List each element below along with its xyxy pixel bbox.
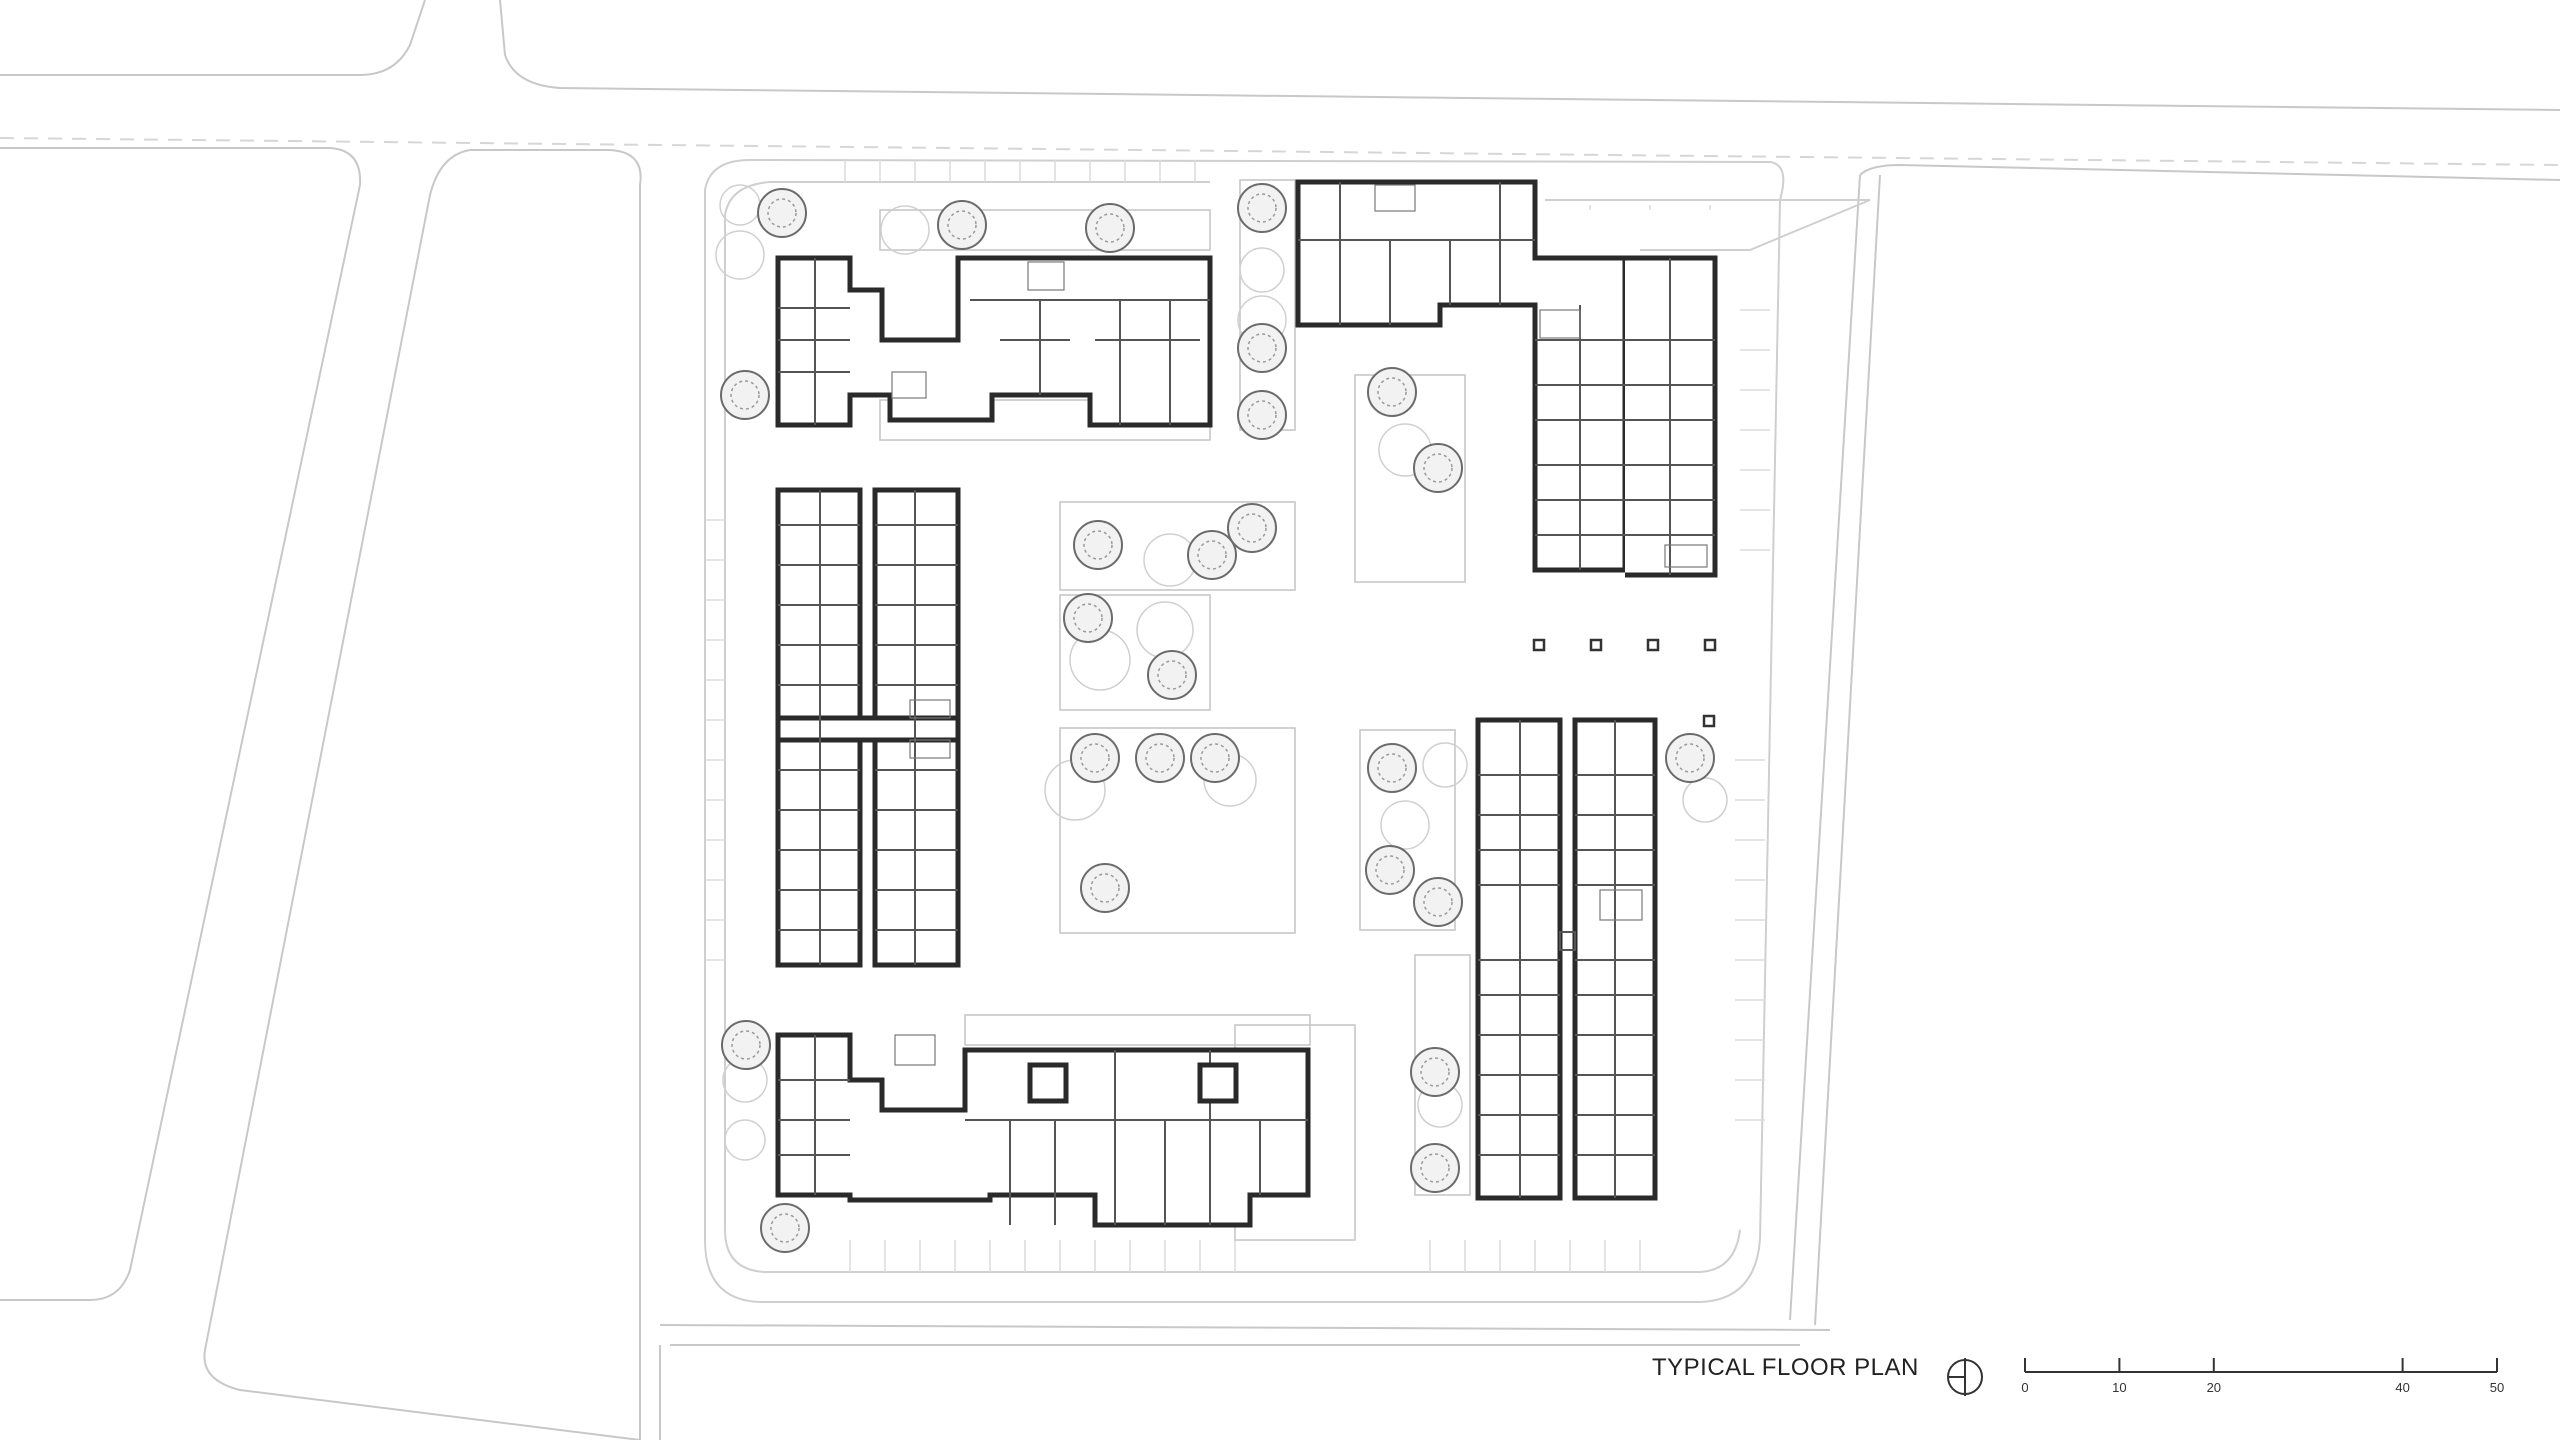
tree-icon — [1190, 733, 1240, 783]
tree-icon — [1237, 323, 1287, 373]
tree-icon — [1073, 520, 1123, 570]
scale-tick-label: 20 — [2206, 1380, 2222, 1395]
site-boundary — [704, 158, 1871, 1303]
tree-icon — [720, 370, 770, 420]
scale-bar — [2024, 1358, 2498, 1373]
tree-icon — [1080, 863, 1130, 913]
building-north-west — [775, 255, 1213, 428]
building-south-east — [1475, 717, 1658, 1201]
scale-tick-label: 50 — [2489, 1380, 2505, 1395]
tree-icon — [1237, 390, 1287, 440]
tree-icon — [757, 188, 807, 238]
colonnade-piers — [1532, 638, 1717, 728]
building-north-east — [1295, 179, 1718, 578]
tree-icon — [1147, 650, 1197, 700]
tree-icon — [1410, 1143, 1460, 1193]
tree-icon — [1085, 203, 1135, 253]
tree-icon — [1063, 593, 1113, 643]
tree-icon — [1365, 845, 1415, 895]
scale-tick-label: 10 — [2112, 1380, 2127, 1395]
tree-icon — [1410, 1047, 1460, 1097]
drawing-title: TYPICAL FLOOR PLAN — [1652, 1354, 1919, 1381]
scale-tick-label: 40 — [2395, 1380, 2410, 1395]
tree-icon — [1367, 743, 1417, 793]
tree-icon — [1070, 733, 1120, 783]
tree-icon — [1413, 443, 1463, 493]
tree-icon — [721, 1020, 771, 1070]
tree-icon — [1135, 733, 1185, 783]
trees — [720, 183, 1715, 1253]
tree-icon — [1413, 877, 1463, 927]
tree-icon — [937, 200, 987, 250]
scale-tick-label: 0 — [2021, 1380, 2029, 1395]
tree-icon — [1187, 530, 1237, 580]
tree-icon — [1227, 503, 1277, 553]
building-west — [775, 487, 961, 968]
north-arrow-icon — [1947, 1358, 1983, 1396]
tree-icon — [1665, 733, 1715, 783]
buildings — [775, 179, 1718, 1228]
tree-icon — [1237, 183, 1287, 233]
building-south-west — [775, 1032, 1311, 1228]
tree-icon — [760, 1203, 810, 1253]
tree-icon — [1367, 367, 1417, 417]
